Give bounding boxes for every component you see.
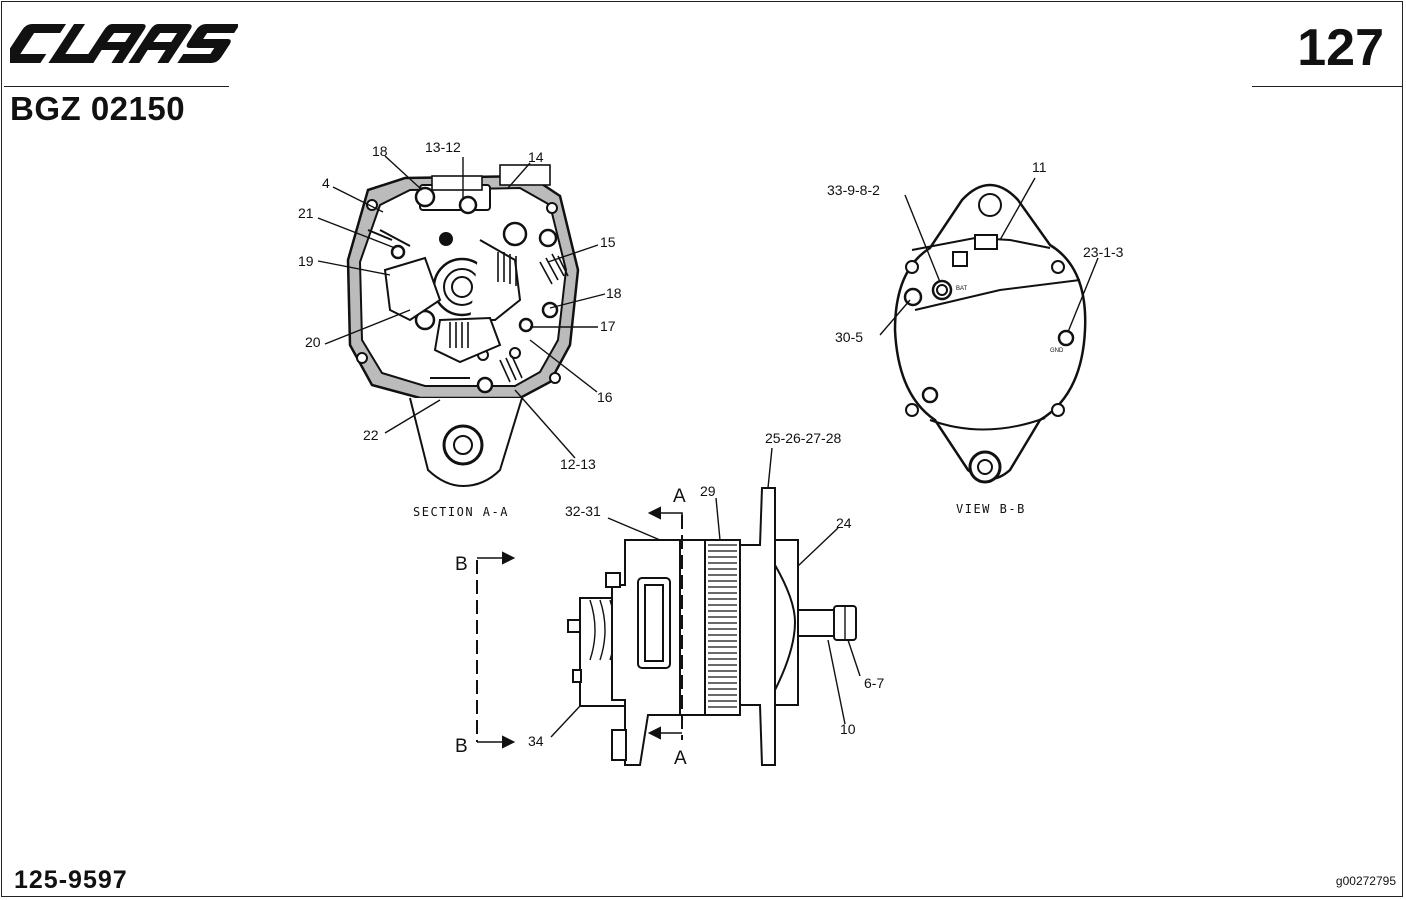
image-code: g00272795	[1335, 874, 1396, 888]
view-bb-drawing	[879, 177, 1099, 484]
callout: 20	[305, 334, 321, 350]
callout: 18	[606, 285, 622, 301]
header-rule-left	[4, 86, 229, 87]
doc-code: BGZ 02150	[10, 90, 186, 127]
callout: 25-26-27-28	[765, 430, 841, 446]
callout: 12-13	[560, 456, 596, 472]
callout: 6-7	[864, 675, 884, 691]
page-number: 127	[1297, 19, 1384, 77]
callout: 19	[298, 253, 314, 269]
callout: 4	[322, 175, 330, 191]
callout: 33-9-8-2	[827, 182, 880, 198]
section-mark: B	[455, 554, 468, 575]
callout: 30-5	[835, 329, 863, 345]
terminal-label: GND	[1050, 348, 1064, 354]
section-mark: B	[455, 736, 468, 757]
section-aa-drawing	[317, 155, 606, 488]
callout: 18	[372, 143, 388, 159]
view-bb-caption: VIEW B-B	[956, 502, 1026, 516]
callout: 14	[528, 149, 544, 165]
side-view-callouts: 25-26-27-28 29 32-31 24 6-7 10 34 A A B …	[455, 430, 884, 769]
callout: 23-1-3	[1083, 244, 1124, 260]
view-bb-callouts: 11 33-9-8-2 23-1-3 30-5 BAT GND VIEW B-B	[827, 159, 1124, 516]
callout: 24	[836, 515, 852, 531]
callout: 11	[1032, 159, 1047, 175]
callout: 13-12	[425, 139, 461, 155]
claas-logo	[10, 24, 238, 63]
callout: 29	[700, 483, 716, 499]
header-rule-right	[1252, 86, 1402, 87]
callout: 16	[597, 389, 613, 405]
section-aa-caption: SECTION A-A	[413, 505, 509, 519]
side-view-drawing	[476, 447, 861, 766]
section-mark: A	[674, 748, 687, 769]
callout: 21	[298, 205, 314, 221]
part-number: 125-9597	[14, 866, 128, 894]
callout: 22	[363, 427, 379, 443]
callout: 32-31	[565, 503, 601, 519]
section-aa-callouts: 18 13-12 14 4 21 15 19 18 20 17 16 22 12…	[298, 139, 622, 519]
callout: 10	[840, 721, 856, 737]
callout: 15	[600, 234, 616, 250]
terminal-label: BAT	[956, 286, 968, 292]
callout: 17	[600, 318, 616, 334]
section-mark: A	[673, 486, 686, 507]
callout: 34	[528, 733, 544, 749]
